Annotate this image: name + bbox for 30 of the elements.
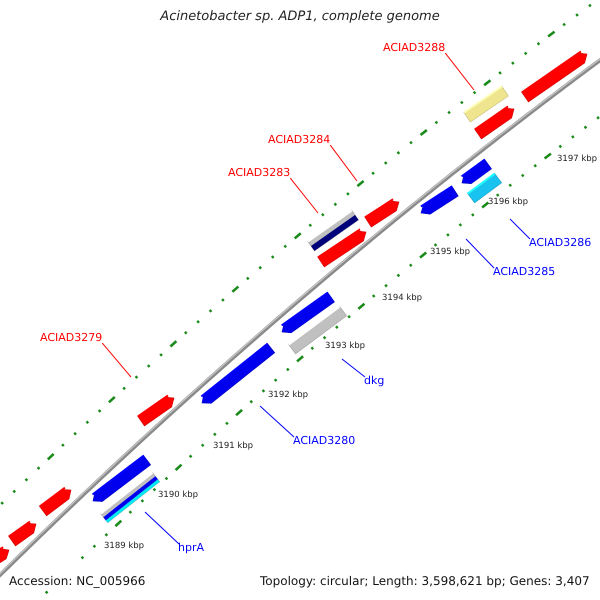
gene-label: ACIAD3279 [40, 332, 102, 344]
leader-line [102, 342, 132, 378]
scale-label: 3197 kbp [557, 155, 598, 164]
leader-line [290, 178, 318, 214]
gene-label: ACIAD3280 [293, 435, 356, 448]
footer-text: Accession: NC_005966 [9, 575, 146, 588]
gene-label: ACIAD3285 [493, 266, 556, 278]
gene-label: dkg [364, 375, 384, 388]
gene-label: ACIAD3288 [383, 42, 446, 54]
scale-label: 3189 kbp [104, 542, 144, 552]
footer-text: Topology: circular; Length: 3,598,621 bp; Genes: 3,407 [260, 575, 590, 588]
leader-line [510, 218, 530, 240]
scale-label: 3193 kbp [325, 342, 366, 352]
scale-label: 3196 kbp [488, 198, 528, 208]
leader-line [260, 406, 294, 438]
leader-line [444, 52, 474, 90]
scale-label: 3192 kbp [268, 391, 308, 400]
scale-label: 3190 kbp [158, 491, 198, 500]
scale-label: 3195 kbp [430, 248, 470, 258]
gene-label: hprA [178, 542, 204, 554]
diagram-title: Acinetobacter sp. ADP1, complete genome [160, 10, 440, 24]
gene-label: ACIAD3286 [529, 237, 592, 250]
gene-label: ACIAD3283 [228, 167, 290, 180]
leader-line [342, 358, 366, 378]
scale-label: 3191 kbp [213, 442, 254, 452]
gene-label: ACIAD3284 [268, 134, 330, 146]
leader-line [466, 238, 494, 268]
leader-line [144, 512, 180, 544]
scale-label: 3194 kbp [382, 294, 422, 304]
leader-line [330, 144, 358, 182]
